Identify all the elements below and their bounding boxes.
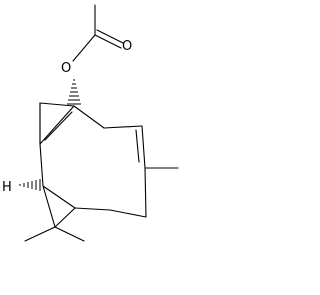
bond-c8-c9 bbox=[109, 209, 147, 218]
bond-c9-c10 bbox=[74, 207, 111, 211]
hashed-wedge-c1-hydrogen bbox=[19, 179, 41, 191]
carbonyl-oxygen-label: O bbox=[122, 39, 132, 54]
bond-c2-c1 bbox=[39, 143, 44, 187]
bond-c6-c7 bbox=[141, 125, 146, 169]
stereo-hydrogen-label: H bbox=[2, 180, 12, 195]
bond-gem-methyl-left bbox=[24, 226, 56, 242]
bond-carbonyl-double-b bbox=[96, 29, 124, 44]
bond-c4-c5 bbox=[73, 105, 105, 129]
bond-c7-c8 bbox=[144, 167, 147, 218]
molecule-structure: O O H bbox=[2, 4, 179, 242]
ester-oxygen-label: O bbox=[61, 61, 71, 76]
bond-c5-c6 bbox=[103, 125, 143, 129]
bond-c4-c3 bbox=[39, 102, 75, 107]
bond-c3-c2-double bbox=[39, 105, 75, 145]
hashed-wedge-c4-oxygen bbox=[67, 79, 81, 105]
bond-carbonyl-ester-oxygen bbox=[72, 34, 96, 62]
bond-c2-c2inner bbox=[44, 111, 73, 141]
structure-canvas: O O H bbox=[2, 4, 179, 242]
bond-c6-c7-inner bbox=[135, 129, 140, 163]
bond-cyclopropane-c1-cgem bbox=[42, 185, 56, 228]
bond-cyclopropane-c1-c10 bbox=[42, 185, 76, 209]
bond-carbonyl-double-a bbox=[94, 34, 122, 49]
bond-cyclopropane-c10-cgem bbox=[54, 207, 76, 228]
bond-gem-methyl-right bbox=[54, 226, 85, 242]
